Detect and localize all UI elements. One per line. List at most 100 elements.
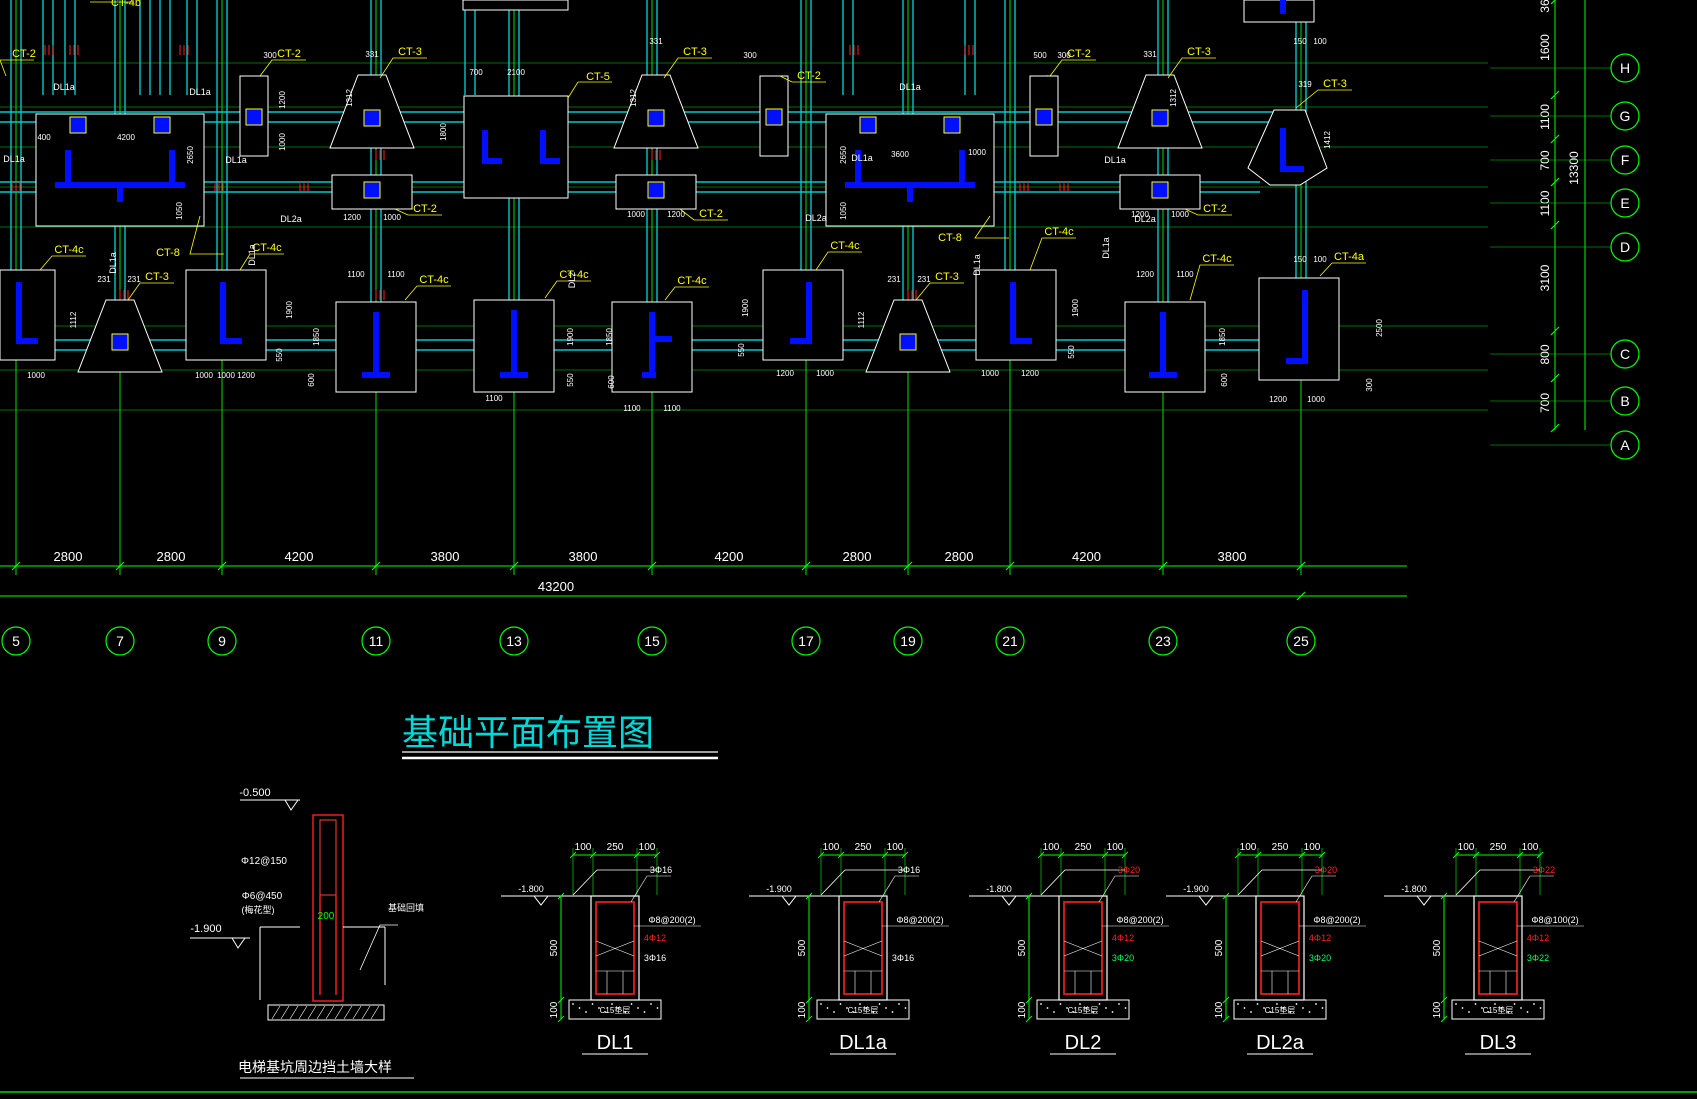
rebar-leader [1513,875,1554,903]
column-U-shape [117,182,123,202]
dimension-tick [903,561,913,571]
dimension-tick [1550,423,1560,433]
grid-bubble-label: 7 [116,633,124,649]
wall-rebar [319,819,337,896]
grid-bubble-x [1,626,31,656]
section-pad [568,999,662,1020]
column-U-shape [169,150,175,188]
footing-leader-line [39,255,86,271]
pad-hatch [343,1005,353,1020]
section-width-dim: 100 [1522,842,1539,853]
beam-tag: DL1a [3,154,25,164]
right-dimension: 36 [1538,0,1552,13]
section-mid-rebar: 4Φ12 [644,933,666,943]
dimension-text: 1850 [312,328,321,346]
dimension-text: 1200 [237,371,255,380]
span-dimension: 3800 [1218,549,1247,564]
grid-bubble-x [105,626,135,656]
column-square [69,116,87,134]
footing-ct5-outline [463,95,569,199]
dimension-tick [1158,561,1168,571]
pad-aggregate [1053,1011,1055,1013]
dimension-text: 1000 [217,371,235,380]
dimension-text: 1100 [663,404,681,413]
footing-label: CT-2 [1203,203,1227,215]
dimension-text: 1050 [839,202,848,220]
column-square [859,116,877,134]
footing-leader-line [189,215,224,255]
section-dim-tick [1440,996,1448,1004]
footing-leader-line [915,282,964,301]
footing-label: CT-2 [413,203,437,215]
section-dim-tick [1440,892,1448,900]
column-square [111,333,129,351]
footing-ct2-outline [239,75,269,157]
column-T-shape [1160,312,1166,378]
section-top-rebar: 3Φ22 [1533,865,1555,875]
dimension-text: 1112 [857,311,866,328]
section-elev-marker [1000,895,1018,906]
section-width-dim: 100 [887,842,904,853]
dimension-text: 1000 [816,369,834,378]
dimension-tick [647,561,657,571]
pad-aggregate [1124,1007,1127,1009]
dimension-text: 1100 [387,270,405,279]
section-top-rebar: 3Φ20 [1315,865,1337,875]
dimension-text: 331 [365,50,379,59]
dimension-tick [1550,373,1560,383]
footing-label: CT-4c [1202,253,1232,265]
dimension-text: 1200 [667,210,685,219]
pad-aggregate [852,1011,855,1013]
section-shape-line [572,869,657,896]
pad-hatch [361,1005,371,1020]
total-dimension: 43200 [538,579,574,594]
pad-aggregate [1098,1003,1101,1005]
column-shape [642,372,656,378]
footing-ct4c-outline [1258,277,1340,381]
pad-aggregate [1282,1007,1285,1009]
section-beam-outline [838,895,888,1001]
section-pad-note: C15垫层 [1265,1005,1296,1015]
section-width-dim: 100 [1240,842,1257,853]
grid-bubble-label: 19 [900,633,916,649]
span-dimension: 2800 [157,549,186,564]
column-shape [1280,0,1286,14]
pad-aggregate [904,1007,907,1009]
dimension-text: 3600 [891,150,909,159]
section-width-dim: 250 [607,842,624,853]
pad-aggregate [1243,1007,1246,1009]
elevation-marker [231,937,246,949]
section-pad-dim: 100 [549,1001,560,1018]
column-square [647,109,665,127]
section-cross [1063,940,1103,957]
beam-tag: DL1a [851,153,873,163]
section-dim-tick [557,1015,565,1023]
footing-leader-line [974,215,1009,239]
dimension-text: 2650 [186,146,195,164]
section-beam-outline [590,895,640,1001]
pad-aggregate [1494,1003,1496,1005]
dimension-text: 500 [1033,51,1047,60]
drawing-title: 基础平面布置图 [402,713,654,754]
section-pad-note: C15垫层 [600,1005,631,1015]
section-elev-marker [780,895,798,906]
dimension-text: 231 [887,275,901,284]
pad-aggregate [1474,1003,1477,1005]
rebar-leader [1295,875,1336,903]
beam-tag: DL1a [189,87,211,97]
section-pad [1233,999,1327,1020]
footing-leader-line [679,208,728,221]
dimension-text: 231 [127,275,141,284]
pad-aggregate [1507,1011,1509,1013]
section-name: DL1 [597,1032,634,1054]
footing-label: CT-4c [1044,226,1074,238]
section-pad-note: C15垫层 [1483,1005,1514,1015]
grid-bubble-label: C [1620,346,1630,362]
footing-label: CT-2 [797,70,821,82]
grid-bubble-x [995,626,1025,656]
section-top-rebar: 3Φ20 [1118,865,1140,875]
footing-leader-line [1029,237,1076,271]
pad-hatch [370,1005,380,1020]
section-stirrup [1260,901,1300,995]
section-elevation: -1.800 [518,884,544,894]
